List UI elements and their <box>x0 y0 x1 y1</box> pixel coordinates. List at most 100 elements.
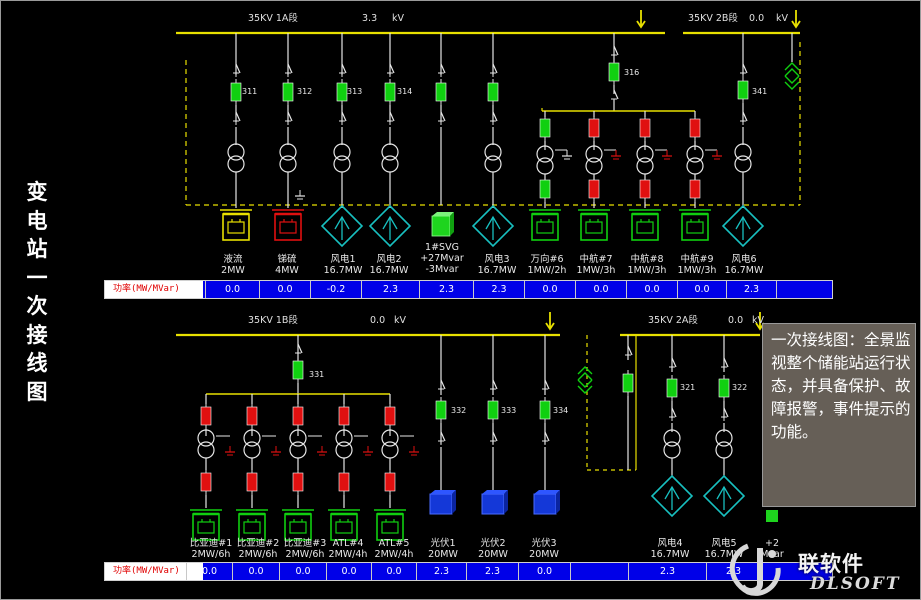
disconnector-icon <box>438 63 446 77</box>
pt-chevron <box>577 379 593 388</box>
transformer-icon <box>381 143 399 173</box>
disconnector-icon <box>490 379 498 393</box>
switch-number-331: 331 <box>309 370 325 379</box>
disconnector-icon <box>669 407 677 421</box>
disconnector-icon <box>438 431 446 445</box>
svg-box-side <box>450 212 454 236</box>
breaker-body <box>539 179 551 199</box>
disconnector-blade <box>235 111 241 122</box>
pv-panel <box>429 493 453 515</box>
breaker-body <box>588 179 600 199</box>
transformer-winding <box>663 429 681 447</box>
turbine-blades <box>735 215 751 230</box>
breaker-body <box>539 400 551 420</box>
disconnector-icon <box>438 379 446 393</box>
disconnector-icon <box>542 431 550 445</box>
battery-frame <box>681 213 709 241</box>
breaker-body <box>539 118 551 138</box>
breaker-open <box>689 115 701 141</box>
transformer-icon <box>734 143 752 173</box>
breaker-body <box>230 82 242 102</box>
disconnector-blade <box>544 379 550 390</box>
battery-cell <box>585 221 603 234</box>
breaker-closed <box>539 115 551 141</box>
wind-turbine-icon <box>702 474 746 518</box>
disconnector-blade <box>742 63 748 74</box>
battery-cell <box>197 521 215 534</box>
breaker-body <box>282 82 294 102</box>
disconnector-icon <box>387 111 395 125</box>
feeder-label: 1#SVG+27Mvar-3Mvar <box>420 242 464 275</box>
transformer-winding <box>227 155 245 173</box>
pv-panel-side <box>556 490 560 514</box>
disconnector-blade <box>440 431 446 442</box>
transformer-icon <box>636 145 654 175</box>
battery-frame <box>330 513 358 541</box>
wind-turbine-icon <box>650 474 694 518</box>
transformer-icon <box>333 143 351 173</box>
ground-icon <box>271 446 281 456</box>
breaker-open <box>588 115 600 141</box>
ground-icon <box>662 150 672 160</box>
pt-chevron <box>784 81 800 90</box>
switch-number-321: 321 <box>680 383 696 392</box>
power-value: 2.3 <box>628 563 706 580</box>
wind-turbine-icon <box>368 204 412 248</box>
switch-number-341: 341 <box>752 87 768 96</box>
disconnector-icon <box>721 357 729 371</box>
disconnector-blade <box>613 89 619 100</box>
breaker-closed <box>230 79 242 105</box>
bus-2b-unit: kV <box>776 13 789 24</box>
transformer-icon <box>279 143 297 173</box>
breaker-closed <box>539 397 551 423</box>
arrow-head <box>636 20 646 29</box>
pt-chevron <box>577 385 593 394</box>
breaker-body <box>292 360 304 380</box>
breaker-closed <box>487 397 499 423</box>
transformer-winding <box>243 429 261 447</box>
bus-2a-voltage: 0.0 <box>728 315 744 326</box>
breaker-body <box>384 82 396 102</box>
breaker-body <box>336 82 348 102</box>
callout-text: 一次接线图：全景监视整个储能站运行状态，并具备保护、故障报警，事件提示的功能。 <box>771 331 911 441</box>
transformer-winding <box>381 429 399 447</box>
battery-frame <box>531 213 559 241</box>
battery-icon <box>274 212 302 241</box>
breaker-closed <box>487 79 499 105</box>
breaker-body <box>622 373 634 393</box>
transformer-winding <box>715 441 733 459</box>
turbine-frame <box>368 204 412 248</box>
battery-icon <box>631 212 659 241</box>
transformer-winding <box>686 157 704 175</box>
dlsoft-logo-icon <box>729 543 781 596</box>
disconnector-icon <box>721 407 729 421</box>
breaker-body <box>689 179 701 199</box>
battery-icon <box>238 512 266 541</box>
breaker-closed <box>608 59 620 85</box>
pv-panel-side <box>504 490 508 514</box>
turbine-blades <box>716 485 732 500</box>
power-value: -0.2 <box>310 281 361 298</box>
disconnector-icon <box>339 111 347 125</box>
turbine-frame <box>721 204 765 248</box>
disconnector-icon <box>339 63 347 77</box>
disconnector-blade <box>723 357 729 368</box>
turbine-frame <box>650 474 694 518</box>
breaker-body <box>384 406 396 426</box>
transformer-icon <box>536 145 554 175</box>
disconnector-icon <box>611 45 619 59</box>
power-value <box>570 563 628 580</box>
svg-box <box>431 215 451 237</box>
transformer-winding <box>197 441 215 459</box>
breaker-body <box>435 400 447 420</box>
pt-chevron <box>577 372 593 381</box>
turbine-blades <box>664 485 680 500</box>
disconnector-blade <box>492 63 498 74</box>
